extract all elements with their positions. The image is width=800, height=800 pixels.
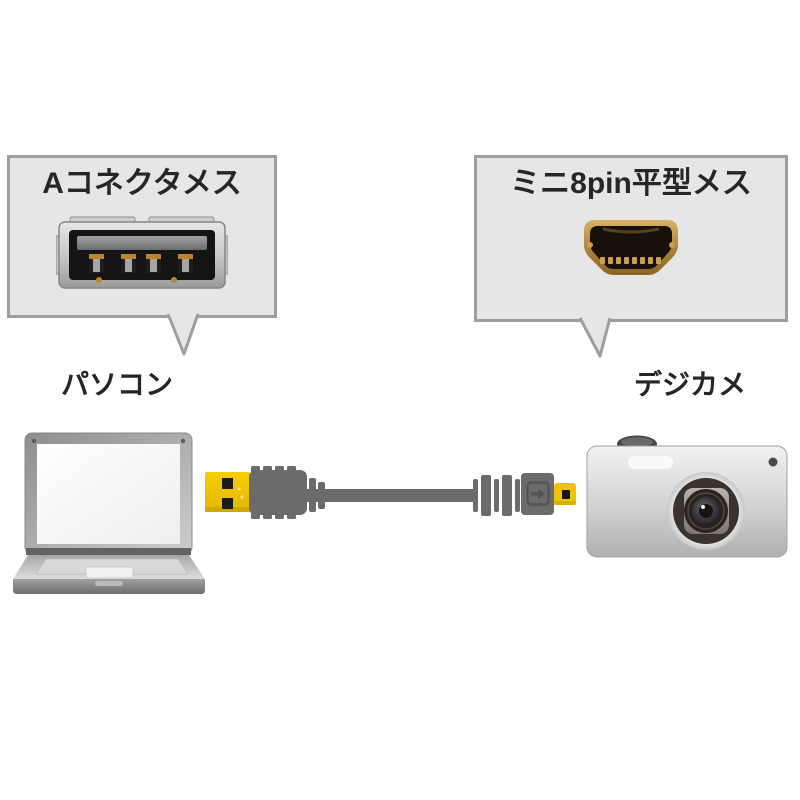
- connection-illustration: [13, 432, 788, 594]
- laptop-illustration: [13, 432, 205, 594]
- usb-a-plug-overmold: [249, 466, 325, 519]
- laptop-label: パソコン: [60, 369, 173, 400]
- callout-mini-8pin: ミニ8pin平型メス: [474, 155, 788, 322]
- mini-8pin-flat-female-connector-icon: [584, 219, 678, 275]
- camera-illustration: [586, 435, 788, 558]
- laptop-touchpad: [85, 566, 134, 579]
- camera-label: デジカメ: [633, 369, 746, 400]
- usb-cable-illustration: [205, 466, 576, 519]
- laptop-screen: [37, 444, 180, 544]
- usb-a-female-connector-icon: [56, 216, 228, 289]
- cable-strain-relief: [473, 475, 520, 516]
- callout-usb-a-label: Aコネクタメス: [42, 167, 242, 200]
- callout-usb-a-pointer: [166, 313, 200, 356]
- cable-cord: [305, 489, 477, 502]
- camera-indicator-dot: [768, 457, 778, 467]
- callout-usb-a: Aコネクタメス: [7, 155, 277, 318]
- camera-lens: [667, 472, 745, 550]
- usb-a-pin-slots: [89, 253, 193, 273]
- mini-8pin-plug: [521, 473, 576, 515]
- camera-flash: [628, 456, 673, 469]
- callout-mini-8pin-label: ミニ8pin平型メス: [510, 167, 752, 200]
- usb-arrow-badge: [526, 481, 550, 506]
- callout-mini-8pin-pointer: [578, 317, 612, 358]
- usb-a-plug: [205, 472, 250, 512]
- mini-8pin-pins: [600, 256, 661, 264]
